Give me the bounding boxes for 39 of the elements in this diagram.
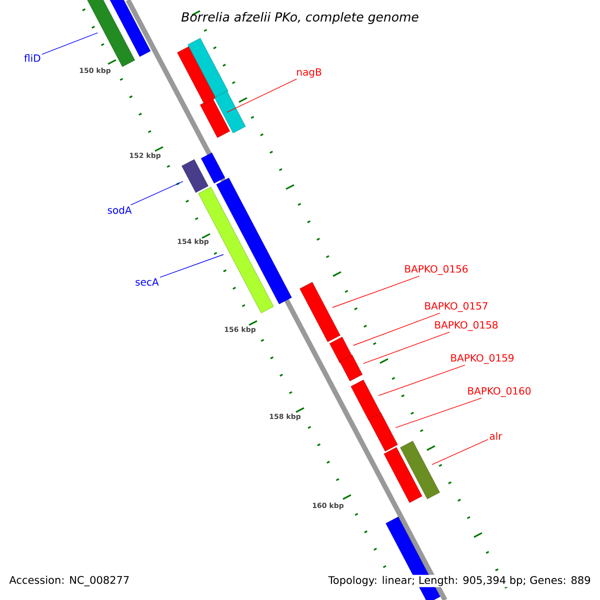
- genome-info-text: Topology: linear; Length: 905,394 bp; Genes: 889: [327, 574, 592, 588]
- leader-line: [42, 32, 98, 55]
- gene-bar: [200, 152, 226, 184]
- leader-line: [378, 364, 466, 396]
- leader-line: [432, 439, 488, 465]
- gene-label: BAPKO_0156: [405, 265, 468, 275]
- accession-text: Accession: NC_008277: [8, 574, 131, 588]
- gene-bar: [216, 178, 292, 304]
- gene-label: BAPKO_0159: [451, 354, 514, 364]
- gene-bar: [300, 282, 340, 342]
- gene-label: BAPKO_0158: [435, 321, 498, 331]
- leader-line: [353, 312, 440, 346]
- gene-bar: [214, 90, 246, 134]
- title: Borrelia afzelii PKo, complete genome: [181, 12, 418, 24]
- gene-label: BAPKO_0160: [468, 387, 531, 397]
- gene-label: alr: [490, 432, 502, 440]
- gene-bar: [330, 336, 353, 364]
- leader-line: [226, 78, 298, 113]
- gene-bar: [200, 98, 230, 138]
- leader-line: [332, 276, 420, 308]
- gene-label: fliD: [24, 54, 40, 62]
- gene-bar: [177, 46, 217, 104]
- gene-label: secA: [136, 278, 159, 286]
- gene-bar: [182, 159, 208, 193]
- gene-bar: [85, 0, 135, 67]
- gene-bar: [340, 354, 363, 382]
- gene-label: sodA: [108, 206, 132, 214]
- gene-label: BAPKO_0157: [425, 302, 488, 312]
- gene-bar: [188, 38, 228, 98]
- leader-line: [130, 181, 184, 206]
- gene-bar: [384, 447, 422, 503]
- leader-line: [363, 332, 450, 364]
- leader-line: [160, 254, 224, 278]
- gene-bar: [368, 412, 398, 452]
- gene-bar: [350, 380, 382, 420]
- gene-bar: [400, 440, 440, 500]
- gene-label: nagB: [297, 68, 322, 78]
- leader-line: [395, 398, 482, 428]
- gene-bar: [109, 0, 151, 57]
